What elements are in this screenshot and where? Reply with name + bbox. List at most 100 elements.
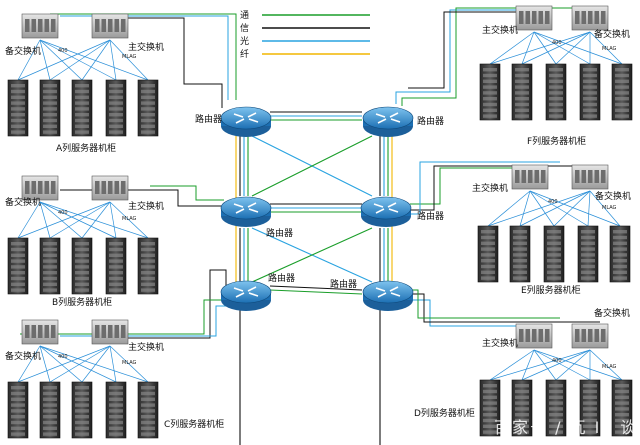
router-icon-6 (362, 280, 414, 311)
router-icon-2 (362, 106, 414, 137)
cluster-c-link (109, 345, 149, 383)
cluster-e-server-rack-icon (477, 225, 499, 283)
cluster-b-server-rack-icon (137, 237, 159, 295)
cluster-b-link (17, 201, 111, 239)
cluster-a-server-rack-icon (39, 79, 61, 137)
cluster-d-switch-icon (515, 323, 553, 349)
cluster-b-server-rack-icon (39, 237, 61, 295)
router-icon-3 (220, 196, 272, 227)
cluster-a-link (109, 39, 149, 81)
cluster-f-link (533, 31, 591, 65)
cluster-c-link (49, 345, 111, 383)
cluster-a-switch-icon (91, 13, 129, 39)
router-icon-5 (220, 280, 272, 311)
cluster-e-server-rack-icon (509, 225, 531, 283)
router-label-1: 路由器 (195, 113, 222, 125)
cluster-d-switch-icon (571, 323, 609, 349)
router-icon-4 (360, 196, 412, 227)
cluster-c-link (17, 345, 111, 383)
router-label-2: 路由器 (417, 115, 444, 127)
cluster-c-link-label-400: 400 (58, 354, 68, 360)
cluster-e-link (587, 190, 591, 227)
cluster-f-caption: F列服务器机柜 (527, 135, 586, 147)
cluster-e-switch-icon (571, 164, 609, 190)
backbone-links (235, 111, 393, 445)
cluster-e-link (529, 190, 621, 227)
routers (220, 106, 414, 311)
cluster-a-link (39, 39, 83, 81)
cluster-d-link (533, 349, 623, 381)
cluster-a-link (39, 39, 51, 81)
cluster-f-link (533, 31, 623, 65)
cluster-d-link (555, 349, 591, 381)
cluster-e-link (487, 190, 531, 227)
legend-label-4: 纤 (240, 48, 249, 60)
cluster-c-link (39, 345, 149, 383)
cluster-d-link (589, 349, 623, 381)
cluster-b-link (109, 201, 149, 239)
cluster-e-server-rack-icon (577, 225, 599, 283)
cluster-c-server-rack-icon (71, 381, 93, 439)
cluster-d-link (533, 349, 591, 381)
cluster-d-link-label-mlag: MLAG (602, 364, 617, 370)
cluster-c-link (81, 345, 111, 383)
cluster-f-link (589, 31, 623, 65)
cluster-f-server-rack-icon (545, 63, 567, 121)
cluster-b-link (39, 201, 83, 239)
legend-label-2: 信 (240, 22, 249, 34)
cluster-f-server-rack-icon (579, 63, 601, 121)
cluster-e-link (589, 190, 621, 227)
cluster-b-link (17, 201, 41, 239)
cluster-d-server-rack-icon (545, 379, 567, 437)
cluster-a-link (39, 39, 117, 81)
cluster-d-link (489, 349, 535, 381)
uplinks (20, 7, 600, 339)
cluster-e-server-rack-icon (543, 225, 565, 283)
server-clusters: 400MLAG400MLAG400MLAG400MLAG400MLAG400ML… (7, 5, 633, 439)
cluster-e-link (519, 190, 591, 227)
cluster-b-link (81, 201, 111, 239)
cluster-d-server-rack-icon (511, 379, 533, 437)
cluster-d-main-label: 主交换机 (482, 337, 518, 349)
cluster-b-link-label-400: 400 (58, 210, 68, 216)
cluster-b-link (39, 201, 51, 239)
cluster-e-link (529, 190, 555, 227)
legend-label-1: 通 (240, 10, 249, 21)
cluster-a-server-rack-icon (105, 79, 127, 137)
cluster-a-server-rack-icon (137, 79, 159, 137)
cluster-f-server-rack-icon (479, 63, 501, 121)
cluster-a-switch-icon (21, 13, 59, 39)
cluster-c-backup-label: 备交换机 (5, 350, 41, 362)
cluster-e-server-rack-icon (609, 225, 631, 283)
cluster-b-server-rack-icon (71, 237, 93, 295)
cluster-e-backup-label: 备交换机 (595, 190, 631, 202)
cluster-c-link (39, 345, 117, 383)
cluster-a-backup-label: 备交换机 (5, 45, 41, 57)
cluster-b-link (39, 201, 117, 239)
cluster-a-main-label: 主交换机 (128, 41, 164, 53)
cluster-f-switch-icon (515, 5, 553, 31)
cluster-d-link (521, 349, 535, 381)
cluster-d-link (533, 349, 557, 381)
cluster-d-server-rack-icon (579, 379, 601, 437)
cluster-d-link (489, 349, 591, 381)
cluster-e-switch-icon (511, 164, 549, 190)
cluster-e-link (529, 190, 589, 227)
cluster-f-link (521, 31, 535, 65)
cluster-d-caption: D列服务器机柜 (414, 407, 475, 419)
cluster-a-link (39, 39, 149, 81)
cluster-a-link (81, 39, 111, 81)
cluster-f-link (521, 31, 591, 65)
cluster-a-server-rack-icon (71, 79, 93, 137)
cluster-f-link (489, 31, 535, 65)
cluster-b-backup-label: 备交换机 (5, 196, 41, 208)
cluster-f-link (533, 31, 557, 65)
cluster-b-link (39, 201, 149, 239)
router-label-4: 路由器 (417, 210, 444, 222)
cluster-f-link-label-400: 400 (552, 40, 562, 46)
cluster-e-link (553, 190, 591, 227)
cluster-d-server-rack-icon (611, 379, 633, 437)
